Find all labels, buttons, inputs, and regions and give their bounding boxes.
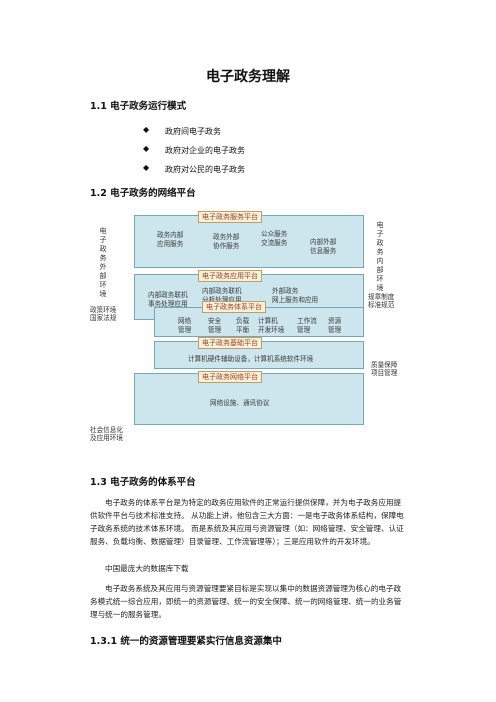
base-platform-title: 电子政务基础平台: [198, 337, 262, 349]
quality-note: 质量保障项目管理: [371, 361, 398, 377]
bullet-item: ◆ 政府对公民的电子政务: [143, 163, 245, 174]
diamond-bullet-icon: ◆: [143, 125, 150, 134]
external-environment-label: 电子 政务 外部 环境: [99, 227, 107, 298]
internal-environment-label: 电子 政务 内部 环境: [376, 221, 384, 292]
section-1-2-heading: 1.2 电子政务的网络平台: [90, 188, 196, 199]
social-note: 社会信息化及应用环境: [90, 426, 123, 442]
diamond-bullet-icon: ◆: [143, 163, 150, 172]
page-title: 电子政务理解: [206, 69, 290, 85]
system-platform-title: 电子政务体系平台: [202, 301, 266, 313]
rules-note: 规章制度标准规范: [368, 293, 395, 309]
bullet-item: ◆ 政府间电子政务: [143, 125, 221, 136]
base-platform-line: 计算机硬件辅助设备，计算机系统软件环境: [188, 355, 314, 363]
network-platform-box: [134, 373, 364, 425]
paragraph: 电子政务系统及其应用与资源管理要紧目标是实现以集中的数据资源管理为核心的电子政务…: [90, 584, 402, 619]
platform-diagram: 电子 政务 外部 环境 电子 政务 内部 环境 政策环境国家法规 社会信息化及应…: [90, 211, 398, 442]
network-platform-title: 电子政务网络平台: [198, 371, 262, 383]
network-platform-line: 网络设施、通讯协议: [210, 399, 270, 407]
section-1-3-heading: 1.3 电子政务的体系平台: [90, 477, 196, 488]
bullet-item: ◆ 政府对企业的电子政务: [143, 144, 245, 155]
service-platform-title: 电子政务服务平台: [198, 211, 262, 223]
diamond-bullet-icon: ◆: [143, 144, 150, 153]
policy-note: 政策环境国家法规: [90, 306, 117, 322]
section-1-1-heading: 1.1 电子政务运行模式: [90, 101, 187, 112]
download-link[interactable]: 中国最庞大的数据库下载: [105, 564, 189, 573]
section-1-3-1-heading: 1.3.1 统一的资源管理要紧实行信息资源集中: [90, 636, 282, 647]
paragraph: 电子政务的体系平台是为特定的政务应用软件的正常运行提供保障，并为电子政务应用提供…: [90, 498, 404, 546]
application-platform-title: 电子政务应用平台: [198, 270, 262, 282]
